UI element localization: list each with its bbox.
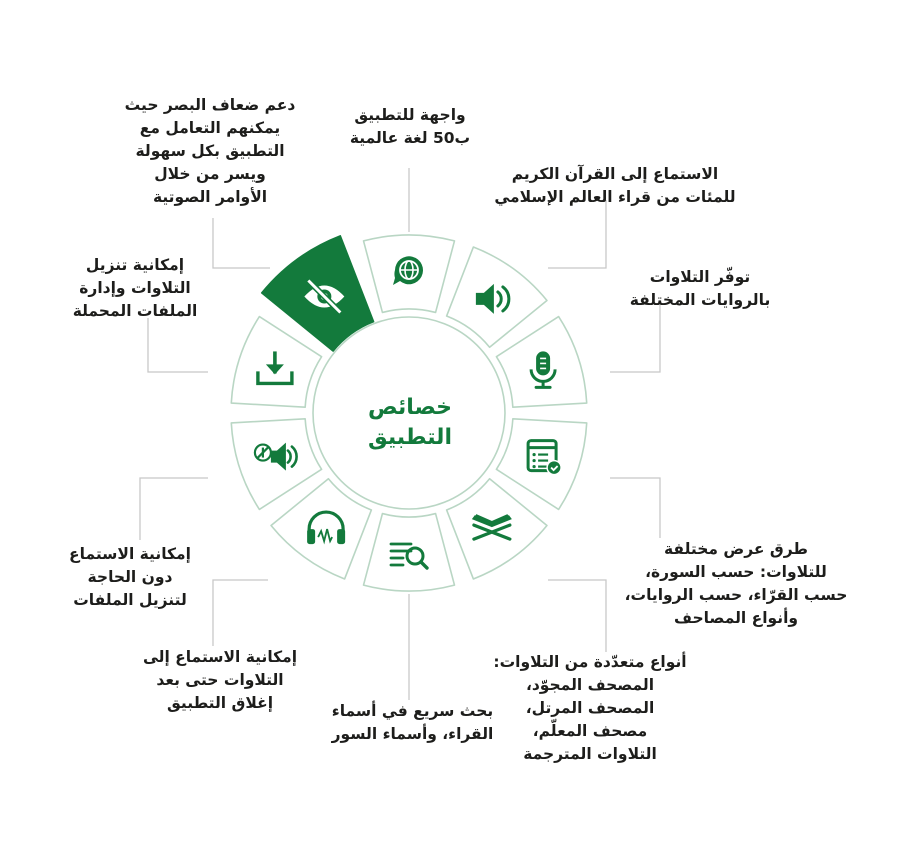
speaker-icon <box>475 283 511 314</box>
label-accessibility: دعم ضعاف البصر حيث يمكنهم التعامل مع الت… <box>124 96 296 206</box>
label-recitation-types: أنواع متعدّدة من التلاوات: المصحف المجوّ… <box>493 653 687 763</box>
label-reciters: الاستماع إلى القرآن الكريم للمئات من قرا… <box>494 165 736 206</box>
center-circle <box>312 316 506 510</box>
leader-line-3 <box>610 477 661 538</box>
microphone-icon <box>529 351 557 389</box>
offline-audio-icon <box>253 442 298 471</box>
leader-line-9 <box>212 218 270 269</box>
checklist-icon <box>526 439 562 476</box>
label-display-modes: طرق عرض مختلفة للتلاوات: حسب السورة، حسب… <box>624 540 848 627</box>
leader-line-6 <box>212 579 268 646</box>
quran-stand-icon <box>471 514 512 541</box>
label-quick-search: بحث سريع في أسماء القراء، وأسماء السور <box>331 702 494 743</box>
label-background-play: إمكانية الاستماع إلى التلاوات حتى بعد إغ… <box>142 648 298 712</box>
label-streaming: إمكانية الاستماع دون الحاجة لتنزيل الملف… <box>69 545 191 609</box>
download-icon <box>256 351 294 386</box>
segment-offline-audio <box>230 418 323 511</box>
headphones-icon <box>307 510 346 545</box>
label-download: إمكانية تنزيل التلاوات وإدارة الملفات ال… <box>72 256 198 320</box>
search-list-icon <box>389 542 429 570</box>
segment-checklist <box>495 418 588 511</box>
leader-line-2 <box>610 300 661 373</box>
leader-line-8 <box>147 318 208 373</box>
label-languages: واجهة للتطبيق ب50 لغة عالمية <box>349 106 471 147</box>
leader-line-4 <box>548 579 607 652</box>
wheel-segments <box>230 234 588 592</box>
segment-speaker <box>445 246 548 349</box>
leader-lines <box>139 168 661 700</box>
globe-chat-icon <box>393 256 423 285</box>
segment-headphones <box>270 477 373 580</box>
leader-line-1 <box>548 200 607 269</box>
label-narrations: توفّر التلاوات بالروايات المختلفة <box>629 268 771 309</box>
center-title: خصائص التطبيق <box>367 395 453 450</box>
eye-slash-icon <box>304 278 345 315</box>
leader-line-7 <box>139 477 208 540</box>
